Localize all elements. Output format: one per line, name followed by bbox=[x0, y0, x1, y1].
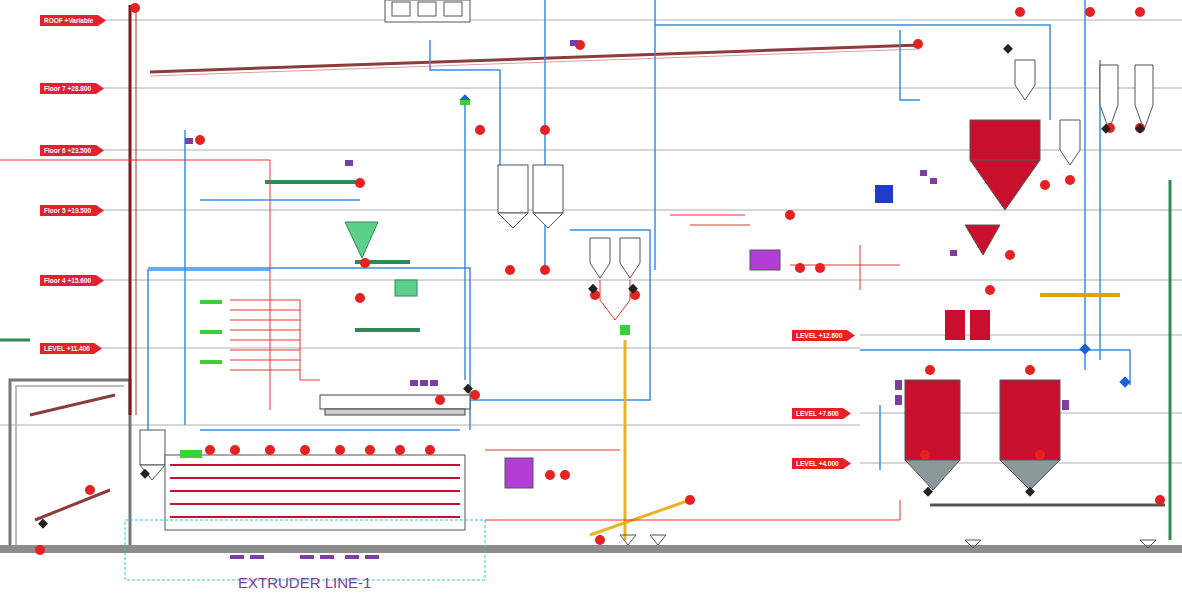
level-tag: ROOF +Variable bbox=[40, 15, 106, 26]
level-label: LEVEL +7.600 bbox=[792, 408, 851, 419]
level-label: Floor 4 +15.600 bbox=[40, 275, 104, 286]
level-label: Floor 6 +23.500 bbox=[40, 145, 104, 156]
level-label: Floor 7 +28.800 bbox=[40, 83, 104, 94]
level-tag: Floor 4 +15.600 bbox=[40, 275, 104, 286]
level-label: Floor 5 +19.500 bbox=[40, 205, 104, 216]
level-tag: LEVEL +12.600 bbox=[792, 330, 855, 341]
level-label: LEVEL +12.600 bbox=[792, 330, 855, 341]
level-tag: Floor 6 +23.500 bbox=[40, 145, 104, 156]
level-label: ROOF +Variable bbox=[40, 15, 106, 26]
diagram-caption: EXTRUDER LINE-1 bbox=[238, 574, 371, 591]
level-tag: LEVEL +7.600 bbox=[792, 408, 851, 419]
level-tag: Floor 7 +28.800 bbox=[40, 83, 104, 94]
level-tag: LEVEL +11.400 bbox=[40, 343, 102, 354]
level-label: LEVEL +11.400 bbox=[40, 343, 102, 354]
level-label: LEVEL +4.000 bbox=[792, 458, 851, 469]
level-tag: Floor 5 +19.500 bbox=[40, 205, 104, 216]
level-tag: LEVEL +4.000 bbox=[792, 458, 851, 469]
